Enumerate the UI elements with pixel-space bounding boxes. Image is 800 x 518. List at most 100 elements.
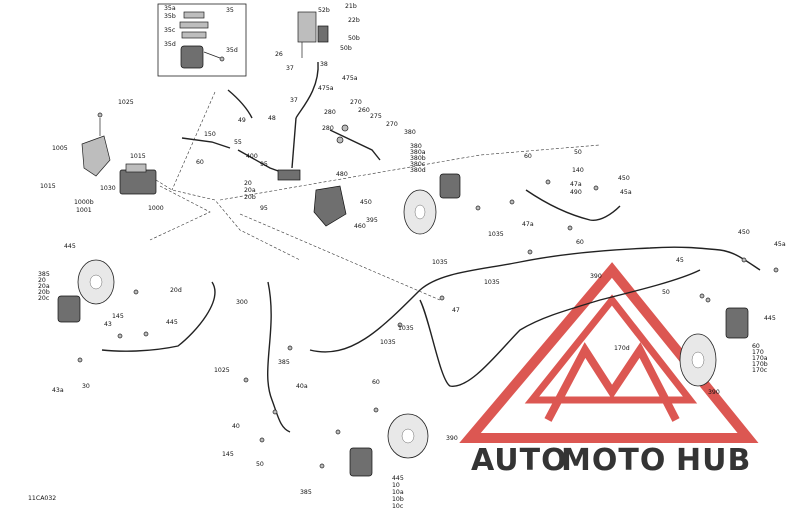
- callout-label: 490: [570, 189, 582, 196]
- watermark-text-moto: MOTO: [561, 443, 666, 478]
- callout-label: 1025: [214, 367, 230, 374]
- callout-label: 10b: [392, 496, 404, 503]
- callout-label: 20d: [170, 287, 182, 294]
- callout-label: 47: [452, 307, 460, 314]
- callout-label: 1035: [380, 339, 396, 346]
- callout-label: 300: [236, 299, 248, 306]
- callout-label: 270: [386, 121, 398, 128]
- callout-label: 450: [618, 175, 630, 182]
- callout-label: 385: [300, 489, 312, 496]
- callout-label: 475a: [342, 75, 358, 82]
- callout-label: 20b: [244, 194, 256, 201]
- callout-label: 35c: [164, 27, 176, 34]
- watermark-text-hub: HUB: [676, 443, 751, 478]
- brake-hoses: [101, 189, 761, 433]
- rear-right-brake: [679, 297, 749, 387]
- callout-label: 50: [662, 289, 670, 296]
- callout-label: 38: [320, 61, 328, 68]
- callout-label: 95: [260, 161, 268, 168]
- reservoir-detail: [179, 11, 225, 69]
- callout-label: 445: [764, 315, 776, 322]
- callout-label: 1015: [130, 153, 146, 160]
- callout-label: 395: [366, 217, 378, 224]
- callout-label: 43a: [52, 387, 64, 394]
- callout-label: 170: [752, 349, 764, 356]
- callout-label: 1005: [52, 145, 68, 152]
- callout-label: 47a: [522, 221, 534, 228]
- callout-label: 60: [752, 343, 760, 350]
- callout-label: 390: [708, 389, 720, 396]
- callout-label: 60: [524, 153, 532, 160]
- callout-label: 20: [38, 277, 46, 284]
- callout-label: 60: [196, 159, 204, 166]
- callout-label: 22b: [348, 17, 360, 24]
- callout-label: 380: [410, 143, 422, 150]
- brake-lines-dashed: [149, 91, 601, 301]
- rear-left-brake: [335, 413, 429, 477]
- callout-label: 43: [104, 321, 112, 328]
- callout-label: 280: [322, 125, 334, 132]
- callout-label: 390: [590, 273, 602, 280]
- callout-label: 170b: [752, 361, 768, 368]
- callout-label: 460: [354, 223, 366, 230]
- callout-label: 1035: [398, 325, 414, 332]
- callout-label: 35d: [226, 47, 238, 54]
- callout-label: 48: [268, 115, 276, 122]
- callout-label: 170a: [752, 355, 768, 362]
- callout-label: 400: [246, 153, 258, 160]
- callout-label: 475a: [318, 85, 334, 92]
- callout-label: 260: [358, 107, 370, 114]
- callout-label: 150: [204, 131, 216, 138]
- callout-label: 380b: [410, 155, 426, 162]
- callout-label: 10d: [0, 0, 12, 2]
- callout-label: 20a: [38, 283, 50, 290]
- front-center-disc: [403, 173, 461, 235]
- callout-label: 480: [336, 171, 348, 178]
- callout-label: 20: [244, 180, 252, 187]
- callout-label: 10c: [392, 503, 404, 510]
- callout-label: 50b: [348, 35, 360, 42]
- abs-module: [81, 112, 157, 195]
- callout-label: 1025: [118, 99, 134, 106]
- callout-label: 20b: [38, 289, 50, 296]
- callout-label: 50: [256, 461, 264, 468]
- callout-label: 280: [324, 109, 336, 116]
- callout-label: 49: [238, 117, 246, 124]
- callout-label: 445: [166, 319, 178, 326]
- callout-label: 145: [112, 313, 124, 320]
- callout-label: 40: [232, 423, 240, 430]
- callout-label: 37: [286, 65, 294, 72]
- callout-label: 385: [38, 271, 50, 278]
- callout-label: 35a: [164, 5, 176, 12]
- callout-label: 1001: [76, 207, 92, 214]
- callout-label: 60: [372, 379, 380, 386]
- callout-label: 145: [222, 451, 234, 458]
- callout-label: 10: [392, 482, 400, 489]
- callout-label: 380a: [410, 149, 426, 156]
- callout-label: 20c: [38, 295, 50, 302]
- callout-label: 380d: [410, 167, 426, 174]
- callout-label: 445: [64, 243, 76, 250]
- callout-label: 52b: [318, 7, 330, 14]
- callout-label: 1030: [100, 185, 116, 192]
- callout-label: 1000: [148, 205, 164, 212]
- callout-label: 450: [738, 229, 750, 236]
- watermark-triangle-inner: [524, 294, 698, 404]
- callout-label: 35d: [164, 41, 176, 48]
- callout-labels: 3535a35b35c35d35d52b21b22b50b50b26373847…: [0, 0, 786, 510]
- callout-label: 385: [278, 359, 290, 366]
- callout-label: 45a: [774, 241, 786, 248]
- callout-label: 40a: [296, 383, 308, 390]
- callout-label: 55: [234, 139, 242, 146]
- watermark-m-shape: [544, 342, 680, 422]
- callout-label: 1015: [40, 183, 56, 190]
- figure-code: 11CA032: [28, 495, 56, 502]
- callout-label: 1035: [488, 231, 504, 238]
- callout-label: 450: [360, 199, 372, 206]
- watermark-logo: AUTO MOTO HUB: [459, 262, 759, 478]
- callout-label: 37: [290, 97, 298, 104]
- callout-label: 275: [370, 113, 382, 120]
- watermark-triangle-outer: [459, 262, 759, 443]
- callout-label: 170c: [752, 367, 768, 374]
